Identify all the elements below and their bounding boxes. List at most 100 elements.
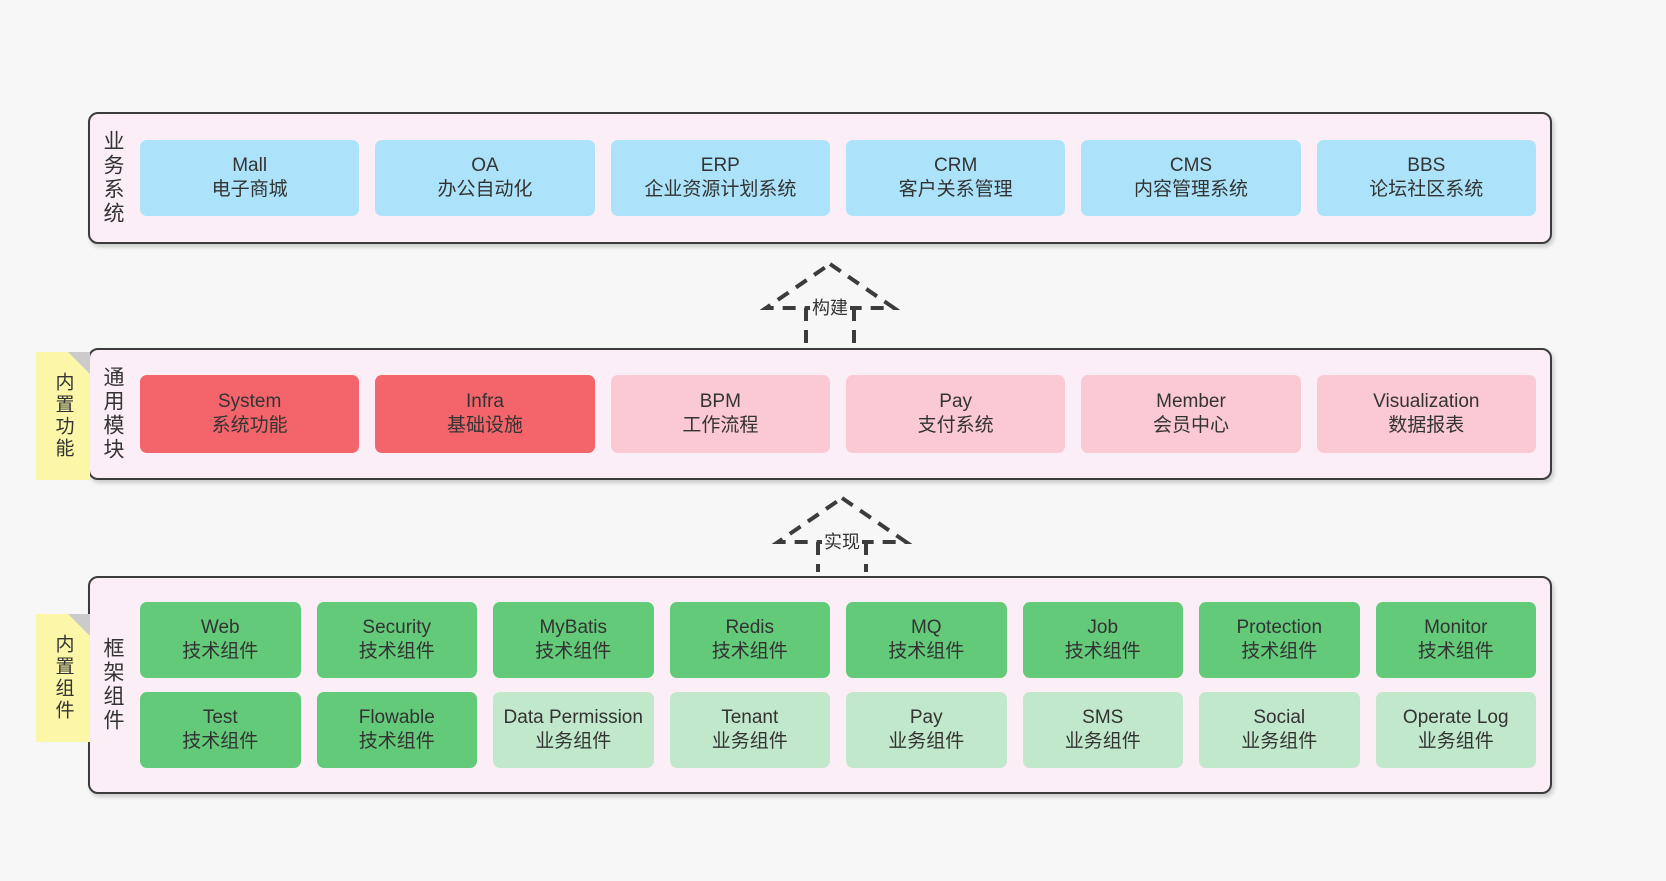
card-system-cn: 系统功能: [211, 415, 288, 436]
card-mq[interactable]: MQ 技术组件: [846, 602, 1007, 678]
card-pay-module-en: Pay: [939, 390, 973, 412]
card-test[interactable]: Test 技术组件: [140, 692, 301, 768]
card-crm-en: CRM: [934, 154, 978, 176]
card-system[interactable]: System 系统功能: [140, 375, 360, 453]
card-mall-cn: 电子商城: [211, 179, 288, 200]
layer-business-systems[interactable]: 业务系统 Mall 电子商城 OA 办公自动化 ERP 企业资源计划系统 CRM…: [88, 112, 1552, 244]
card-pay-component[interactable]: Pay 业务组件: [846, 692, 1007, 768]
card-bpm-en: BPM: [699, 390, 741, 412]
card-tenant[interactable]: Tenant 业务组件: [669, 692, 830, 768]
card-pay-module[interactable]: Pay 支付系统: [845, 375, 1066, 453]
connector-implement: 实现: [772, 492, 912, 572]
layer-business-systems-body: Mall 电子商城 OA 办公自动化 ERP 企业资源计划系统 CRM 客户关系…: [134, 114, 1550, 242]
card-bpm-cn: 工作流程: [682, 415, 759, 436]
card-cms-en: CMS: [1169, 154, 1213, 176]
layer-framework-components[interactable]: 框架组件 Web 技术组件 Security 技术组件 MyBatis 技术组件…: [88, 576, 1552, 794]
framework-business-row: Test 技术组件 Flowable 技术组件 Data Permission …: [140, 692, 1536, 768]
card-infra-en: Infra: [465, 390, 504, 412]
card-web-en: Web: [200, 616, 240, 638]
card-mall-en: Mall: [232, 154, 268, 176]
card-job[interactable]: Job 技术组件: [1022, 602, 1183, 678]
card-web-cn: 技术组件: [182, 641, 259, 662]
card-social[interactable]: Social 业务组件: [1199, 692, 1360, 768]
card-mall[interactable]: Mall 电子商城: [140, 140, 360, 216]
card-infra[interactable]: Infra 基础设施: [375, 375, 595, 453]
card-tenant-en: Tenant: [721, 706, 779, 728]
card-visualization[interactable]: Visualization 数据报表: [1316, 375, 1536, 453]
card-bbs-cn: 论坛社区系统: [1369, 179, 1484, 200]
card-web[interactable]: Web 技术组件: [140, 602, 301, 678]
layer-general-modules[interactable]: 通用模块 System 系统功能 Infra 基础设施 BPM 工作流程 Pay…: [88, 348, 1552, 480]
card-data-permission-en: Data Permission: [503, 706, 643, 728]
card-sms[interactable]: SMS 业务组件: [1022, 692, 1183, 768]
card-monitor[interactable]: Monitor 技术组件: [1375, 602, 1536, 678]
card-pay-module-cn: 支付系统: [917, 415, 994, 436]
card-social-en: Social: [1253, 706, 1306, 728]
card-visualization-en: Visualization: [1373, 390, 1480, 412]
layer-framework-components-body: Web 技术组件 Security 技术组件 MyBatis 技术组件 Redi…: [134, 578, 1550, 792]
sticky-note-builtin-features: 内置功能: [36, 352, 90, 480]
card-job-cn: 技术组件: [1064, 641, 1141, 662]
card-tenant-cn: 业务组件: [711, 731, 788, 752]
card-bpm[interactable]: BPM 工作流程: [610, 375, 830, 453]
card-operate-log[interactable]: Operate Log 业务组件: [1375, 692, 1536, 768]
layer-business-systems-title: 业务系统: [101, 130, 125, 226]
card-mybatis-en: MyBatis: [539, 616, 608, 638]
card-sms-cn: 业务组件: [1064, 731, 1141, 752]
card-protection-cn: 技术组件: [1241, 641, 1318, 662]
card-visualization-cn: 数据报表: [1388, 415, 1465, 436]
card-crm[interactable]: CRM 客户关系管理: [845, 140, 1066, 216]
card-job-en: Job: [1087, 616, 1119, 638]
card-member-cn: 会员中心: [1152, 415, 1229, 436]
sticky-fold-corner-icon: [68, 352, 90, 374]
card-test-cn: 技术组件: [182, 731, 259, 752]
card-pay-component-cn: 业务组件: [888, 731, 965, 752]
card-mq-en: MQ: [910, 616, 942, 638]
card-sms-en: SMS: [1082, 706, 1124, 728]
layer-general-modules-title: 通用模块: [101, 366, 125, 462]
card-flowable-en: Flowable: [358, 706, 435, 728]
card-mybatis-cn: 技术组件: [535, 641, 612, 662]
card-flowable[interactable]: Flowable 技术组件: [316, 692, 477, 768]
connector-implement-label: 实现: [822, 528, 862, 554]
card-operate-log-cn: 业务组件: [1417, 731, 1494, 752]
card-social-cn: 业务组件: [1241, 731, 1318, 752]
framework-tech-row: Web 技术组件 Security 技术组件 MyBatis 技术组件 Redi…: [140, 602, 1536, 678]
card-flowable-cn: 技术组件: [358, 731, 435, 752]
card-bbs[interactable]: BBS 论坛社区系统: [1316, 140, 1536, 216]
card-pay-component-en: Pay: [909, 706, 943, 728]
card-security-en: Security: [362, 616, 432, 638]
card-test-en: Test: [202, 706, 238, 728]
card-cms-cn: 内容管理系统: [1133, 179, 1248, 200]
card-operate-log-en: Operate Log: [1402, 706, 1509, 728]
card-redis-en: Redis: [725, 616, 775, 638]
card-oa-en: OA: [471, 154, 499, 176]
sticky-note-builtin-features-label: 内置功能: [52, 372, 74, 460]
card-monitor-en: Monitor: [1424, 616, 1488, 638]
card-protection-en: Protection: [1236, 616, 1323, 638]
card-member-en: Member: [1156, 390, 1226, 412]
card-erp-en: ERP: [700, 154, 740, 176]
card-system-en: System: [217, 390, 282, 412]
card-redis[interactable]: Redis 技术组件: [669, 602, 830, 678]
card-bbs-en: BBS: [1407, 154, 1446, 176]
card-data-permission[interactable]: Data Permission 业务组件: [493, 692, 654, 768]
card-oa-cn: 办公自动化: [437, 179, 533, 200]
card-cms[interactable]: CMS 内容管理系统: [1081, 140, 1301, 216]
card-crm-cn: 客户关系管理: [898, 179, 1013, 200]
card-member[interactable]: Member 会员中心: [1081, 375, 1301, 453]
card-mq-cn: 技术组件: [888, 641, 965, 662]
card-oa[interactable]: OA 办公自动化: [375, 140, 595, 216]
card-erp-cn: 企业资源计划系统: [644, 179, 797, 200]
card-erp[interactable]: ERP 企业资源计划系统: [610, 140, 830, 216]
card-infra-cn: 基础设施: [446, 415, 523, 436]
sticky-note-builtin-components: 内置组件: [36, 614, 90, 742]
card-security[interactable]: Security 技术组件: [316, 602, 477, 678]
layer-general-modules-body: System 系统功能 Infra 基础设施 BPM 工作流程 Pay 支付系统…: [134, 350, 1550, 478]
card-mybatis[interactable]: MyBatis 技术组件: [493, 602, 654, 678]
card-protection[interactable]: Protection 技术组件: [1199, 602, 1360, 678]
sticky-note-builtin-components-label: 内置组件: [52, 634, 74, 722]
card-redis-cn: 技术组件: [711, 641, 788, 662]
card-data-permission-cn: 业务组件: [535, 731, 612, 752]
sticky-fold-corner-icon: [68, 614, 90, 636]
